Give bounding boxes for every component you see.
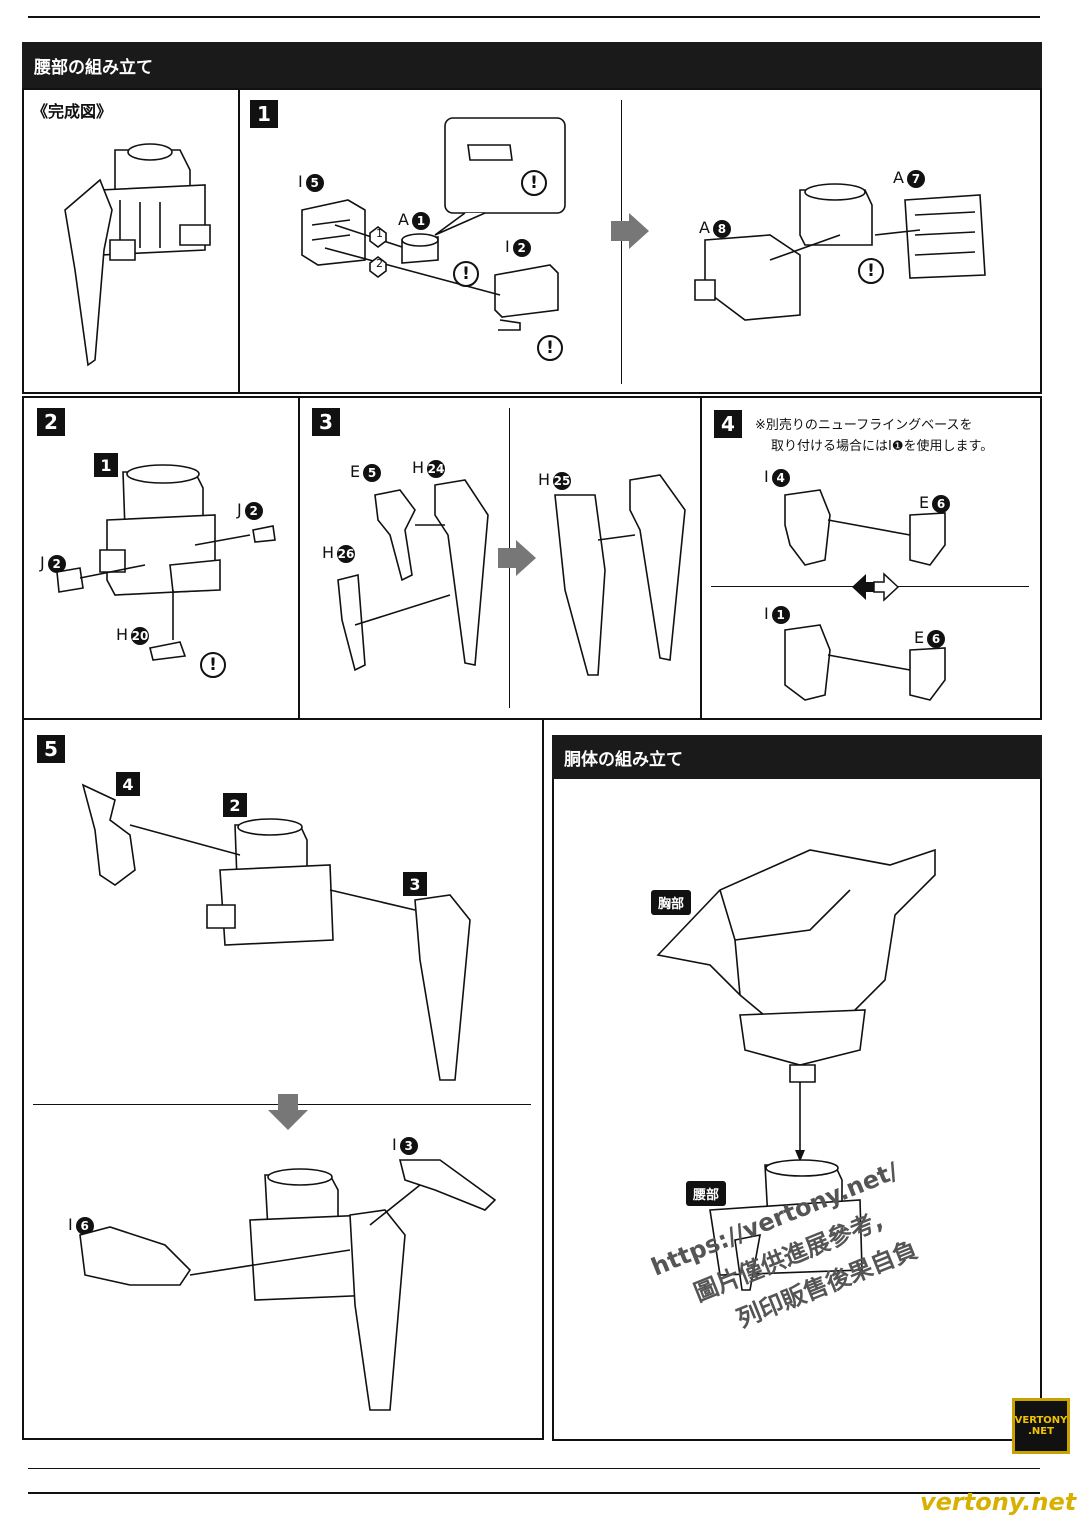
step5-illustration-bottom bbox=[79, 1159, 497, 1411]
logo-bottom: .NET bbox=[1028, 1426, 1054, 1437]
torso-section-title: 胴体の組み立て bbox=[564, 749, 683, 770]
step2-number: 2 bbox=[37, 408, 65, 436]
step4-illustration bbox=[784, 489, 946, 701]
step5-number: 5 bbox=[37, 735, 65, 763]
ref-step3-badge: 3 bbox=[403, 872, 427, 896]
footer-rule bbox=[28, 1492, 1040, 1494]
torso-illustration bbox=[656, 848, 936, 1291]
step4-note-line2: 取り付ける場合にはI❶を使用します。 bbox=[771, 439, 994, 454]
warning-icon: ! bbox=[453, 261, 479, 287]
ref-step1-badge: 1 bbox=[94, 453, 118, 477]
logo-top: VERTONY bbox=[1014, 1415, 1068, 1426]
waist-tag: 腰部 bbox=[686, 1181, 727, 1206]
next-step-arrow bbox=[498, 540, 536, 576]
step4-note: ※別売りのニューフライングベースを 取り付ける場合にはI❶を使用します。 bbox=[755, 415, 993, 457]
step1-number: 1 bbox=[250, 100, 278, 128]
step4-note-line1: ※別売りのニューフライングベースを bbox=[755, 418, 973, 433]
warning-icon: ! bbox=[521, 170, 547, 196]
step5-illustration-top bbox=[81, 783, 471, 1081]
step4-number: 4 bbox=[714, 410, 742, 438]
step1-illustration-right bbox=[694, 183, 986, 321]
chest-tag: 胸部 bbox=[651, 890, 692, 915]
order-1: 1 bbox=[376, 227, 383, 240]
step2-illustration bbox=[56, 464, 276, 661]
warning-icon: ! bbox=[537, 335, 563, 361]
torso-section-header: 胴体の組み立て bbox=[552, 735, 1042, 779]
waist-section-header: 腰部の組み立て bbox=[22, 42, 1042, 88]
step1-illustration-left bbox=[301, 117, 566, 331]
footer-rule bbox=[28, 1468, 1040, 1469]
ref-step2-badge: 2 bbox=[223, 793, 247, 817]
step1-divider bbox=[621, 100, 622, 384]
completed-waist-illustration bbox=[64, 143, 211, 367]
waist-section-title: 腰部の組み立て bbox=[34, 57, 153, 78]
footer-watermark: vertony.net bbox=[920, 1488, 1077, 1516]
top-rule bbox=[28, 16, 1040, 18]
warning-icon: ! bbox=[858, 258, 884, 284]
step3-number: 3 bbox=[312, 408, 340, 436]
down-arrow bbox=[268, 1094, 308, 1130]
ref-step4-badge: 4 bbox=[116, 772, 140, 796]
step3-illustration-right bbox=[554, 474, 686, 676]
step3-illustration-left bbox=[337, 479, 489, 672]
step1-panel bbox=[238, 88, 1042, 394]
swap-arrow-icon bbox=[852, 572, 900, 602]
completed-view-label: 《完成図》 bbox=[32, 102, 113, 121]
warning-icon: ! bbox=[200, 652, 226, 678]
next-step-arrow bbox=[611, 213, 649, 249]
vertony-logo: VERTONY .NET bbox=[1012, 1398, 1070, 1454]
step4-panel bbox=[700, 396, 1042, 720]
order-2: 2 bbox=[376, 257, 383, 270]
step5-panel bbox=[22, 718, 544, 1440]
